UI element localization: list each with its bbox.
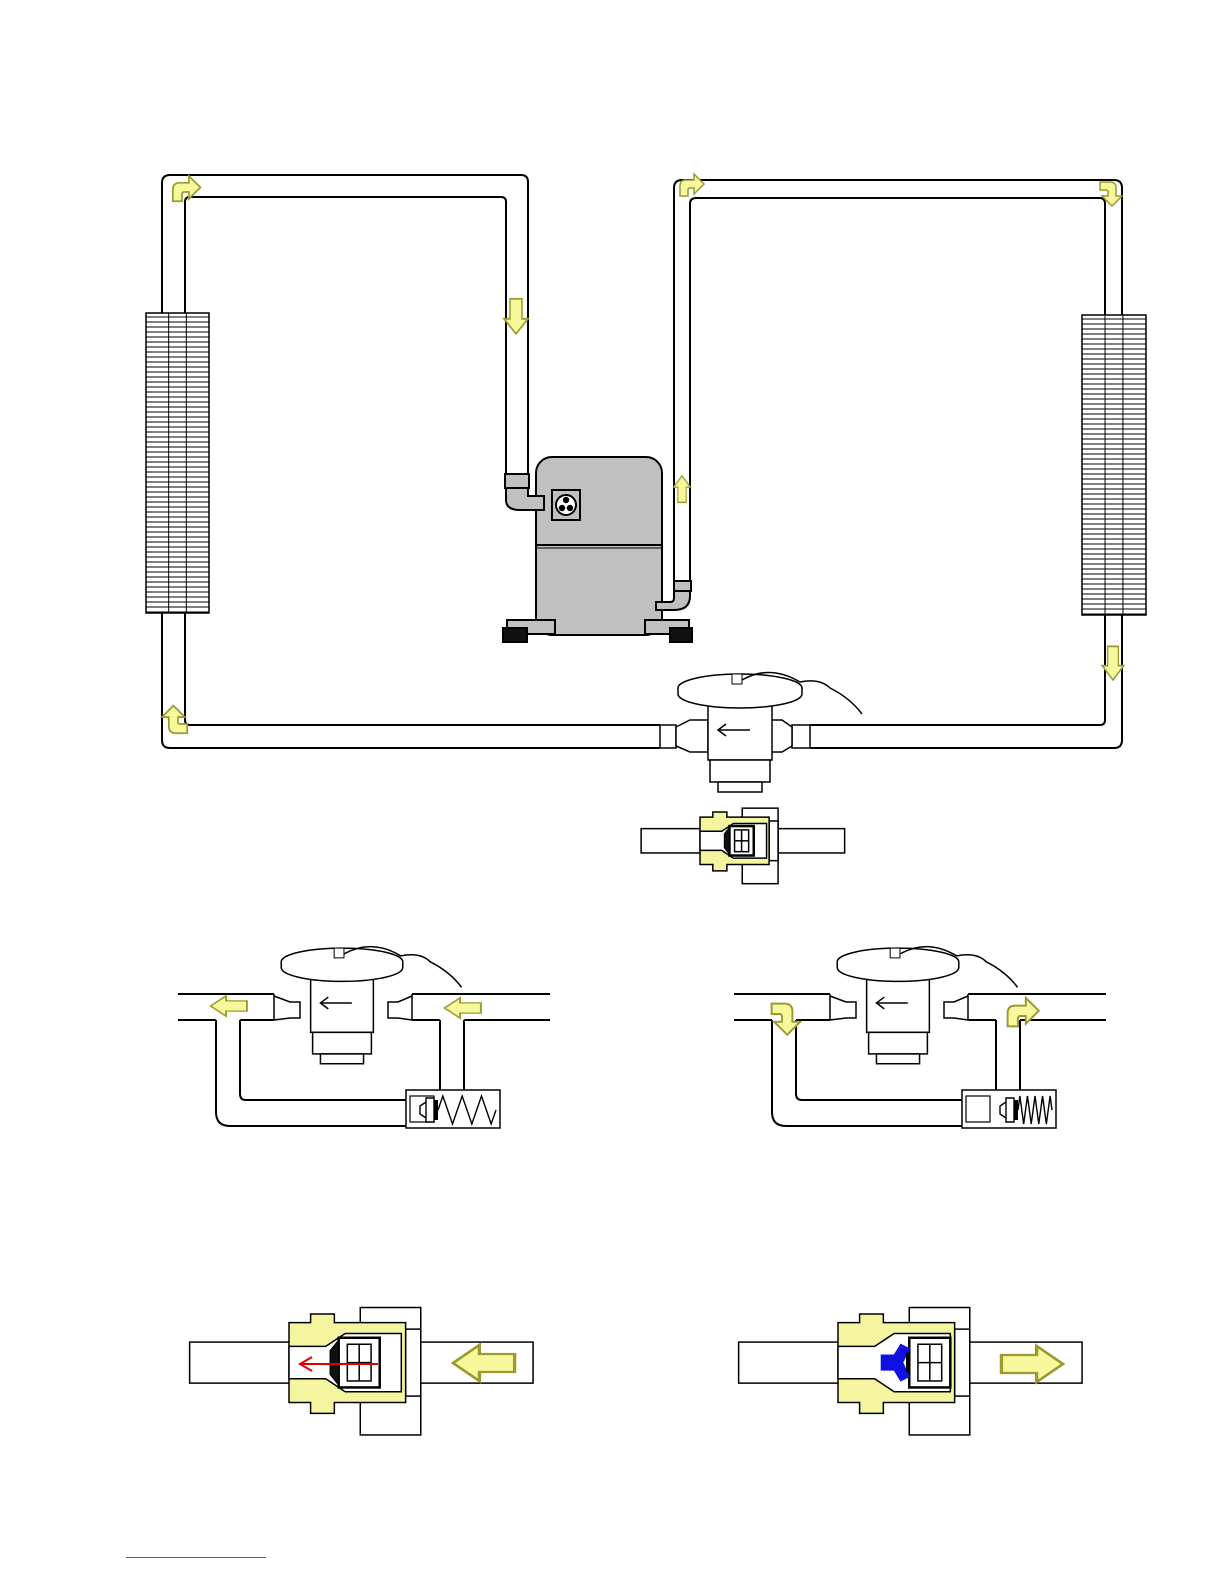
flow-arrow-icon <box>674 476 691 503</box>
bypass-right <box>734 947 1106 1128</box>
main-txv <box>660 672 862 792</box>
right-pipe-inner <box>690 198 1105 725</box>
check-valve-open <box>739 1308 1082 1435</box>
coil-frame <box>146 313 209 613</box>
right-coil <box>1082 315 1146 615</box>
flow-arrow-icon <box>162 706 187 734</box>
coil-frame <box>1082 315 1146 615</box>
flow-arrow-icon <box>504 299 528 334</box>
main-flow-arrows <box>162 174 1124 733</box>
terminal-box-icon <box>552 490 580 520</box>
check-valve-closed <box>190 1308 533 1435</box>
left-coil <box>146 313 209 613</box>
flow-arrow-icon <box>1008 998 1039 1027</box>
main-check-valve <box>641 808 845 884</box>
flow-arrow-icon <box>211 996 247 1016</box>
bypass-left <box>178 947 550 1128</box>
right-pipe-outer <box>674 180 1122 748</box>
flow-arrow-icon <box>445 998 481 1018</box>
compressor <box>503 457 692 642</box>
flow-arrow-icon <box>680 174 704 196</box>
flow-arrow-icon <box>1100 182 1122 206</box>
